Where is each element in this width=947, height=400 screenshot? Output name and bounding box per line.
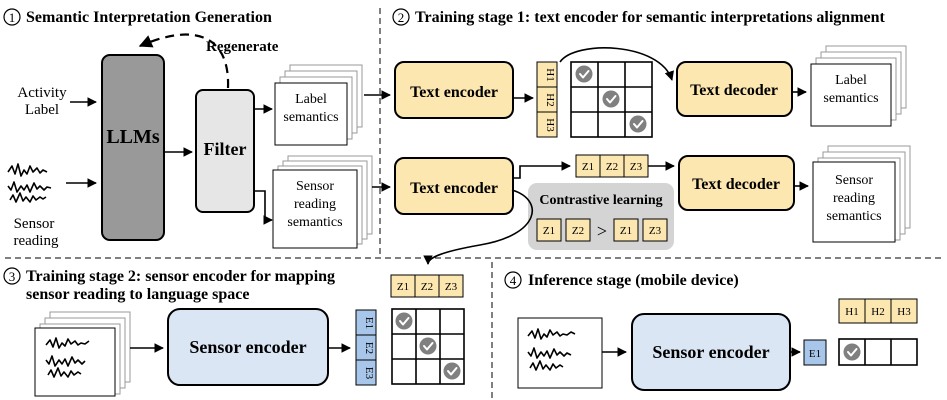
check-icon [601,89,621,109]
h-embedding-row-s4: H1 H2 H3 [838,298,918,324]
h3-cell-s4: H3 [897,306,911,318]
check-icon [628,114,648,134]
section-1-title: Semantic Interpretation Generation [26,9,272,26]
sensor-semantics-output-stack [812,145,911,243]
sensor-semantics-output-text-3: semantics [826,209,881,224]
label-semantics-text-2: semantics [283,110,338,125]
e-embedding-column: E1 E2 E3 [355,309,377,386]
regenerate-arrow [138,33,230,89]
e1-box-s4 [803,339,827,366]
cl-z2-left: Z2 [572,225,584,237]
z1-cell: Z1 [582,161,594,173]
h1-cell-s4: H1 [845,306,858,318]
sensor-encoder-label-s4: Sensor encoder [652,342,769,362]
section-2-title: Training stage 1: text encoder for seman… [415,9,886,26]
contrastive-learning-title: Contrastive learning [539,193,662,208]
text-decoder-label-2: Text decoder [692,176,780,193]
z3-cell: Z3 [630,161,643,173]
similarity-matrix-stage1 [570,61,653,138]
arrow-h-to-decoder [559,47,674,81]
greater-than-symbol: > [597,221,607,241]
label-semantics-output-text-2: semantics [823,91,878,106]
text-decoder-label-1: Text decoder [690,82,778,99]
regenerate-label: Regenerate [206,39,279,55]
section-3-title: Training stage 2: sensor encoder for map… [26,268,335,285]
h3-cell: H3 [544,118,556,132]
contrastive-comparison: Z1 Z2 > Z1 Z3 [536,218,668,242]
cl-z3-right: Z3 [649,225,662,237]
sensor-wave-icon [7,163,52,203]
sensor-semantics-doc-stack [272,155,373,249]
label-semantics-text: Label [295,92,327,107]
sensor-reading-text: Sensor [14,216,55,232]
e1-cell: E1 [363,317,375,329]
llms-box [101,54,165,241]
label-semantics-output-stack [810,45,907,127]
filter-box [195,89,255,213]
similarity-row-s4 [838,338,918,366]
check-icon [394,311,414,331]
arrow-filter-to-sensor-semantics [254,190,273,225]
arrow-encoder-to-z [513,161,571,179]
section-1-header: 1 Semantic Interpretation Generation [3,8,272,26]
arrow-encoder-to-stage2 [423,189,534,265]
sensor-reading-text-2: reading [14,233,59,249]
activity-label-text: Activity [17,85,67,101]
check-icon [442,361,462,381]
sensor-semantics-output-text: Sensor [835,173,873,188]
section-3-number: 3 [9,269,16,284]
sensor-semantics-text-3: semantics [287,215,342,230]
z1-cell-s3: Z1 [397,281,409,293]
z-embedding-row: Z1 Z2 Z3 [575,154,649,178]
h-embedding-column: H1 H2 H3 [536,61,558,138]
text-encoder-box-1 [394,61,514,119]
cl-z1-right: Z1 [620,225,632,237]
text-encoder-box-2 [394,157,514,215]
sensor-reading-doc-stack [34,311,131,397]
section-3-header: 3 Training stage 2: sensor encoder for m… [3,267,335,303]
h2-cell-s4: H2 [871,306,884,318]
h1-cell: H1 [544,68,556,81]
similarity-matrix-stage2 [391,308,465,385]
section-2-header: 2 Training stage 1: text encoder for sem… [392,8,886,26]
sensor-semantics-text: Sensor [296,179,334,194]
section-4-number: 4 [510,273,517,288]
section-3-title-2: sensor reading to language space [26,286,249,303]
e2-cell: E2 [363,342,375,354]
section-2-number: 2 [398,10,405,25]
activity-label-text-2: Label [25,102,59,118]
z3-cell-s3: Z3 [445,281,458,293]
e1-label-s4: E1 [809,348,821,360]
check-icon [842,342,862,362]
check-icon [418,336,438,356]
e3-cell: E3 [363,367,375,380]
label-semantics-output-text: Label [835,73,867,88]
z-embedding-row-stage2: Z1 Z2 Z3 [390,274,464,298]
sensor-encoder-box-s3 [167,308,329,386]
z2-cell-s3: Z2 [421,281,433,293]
sensor-encoder-label-s3: Sensor encoder [189,337,306,357]
text-encoder-label-1: Text encoder [410,84,498,101]
cl-z1-left: Z1 [543,225,555,237]
text-encoder-label-2: Text encoder [410,180,498,197]
filter-label: Filter [204,139,247,159]
z2-cell: Z2 [606,161,618,173]
label-semantics-doc-stack [274,64,363,146]
section-4-title: Inference stage (mobile device) [528,272,739,289]
h2-cell: H2 [544,93,556,106]
section-1-number: 1 [9,10,16,25]
sensor-reading-doc-s4 [517,317,603,389]
check-icon [574,64,594,84]
sensor-semantics-text-2: reading [294,197,336,212]
llms-label: LLMs [106,126,160,148]
text-decoder-box-2 [678,155,795,211]
text-decoder-box-1 [676,61,793,117]
sensor-semantics-output-text-2: reading [833,191,875,206]
section-4-header: 4 Inference stage (mobile device) [504,271,739,289]
